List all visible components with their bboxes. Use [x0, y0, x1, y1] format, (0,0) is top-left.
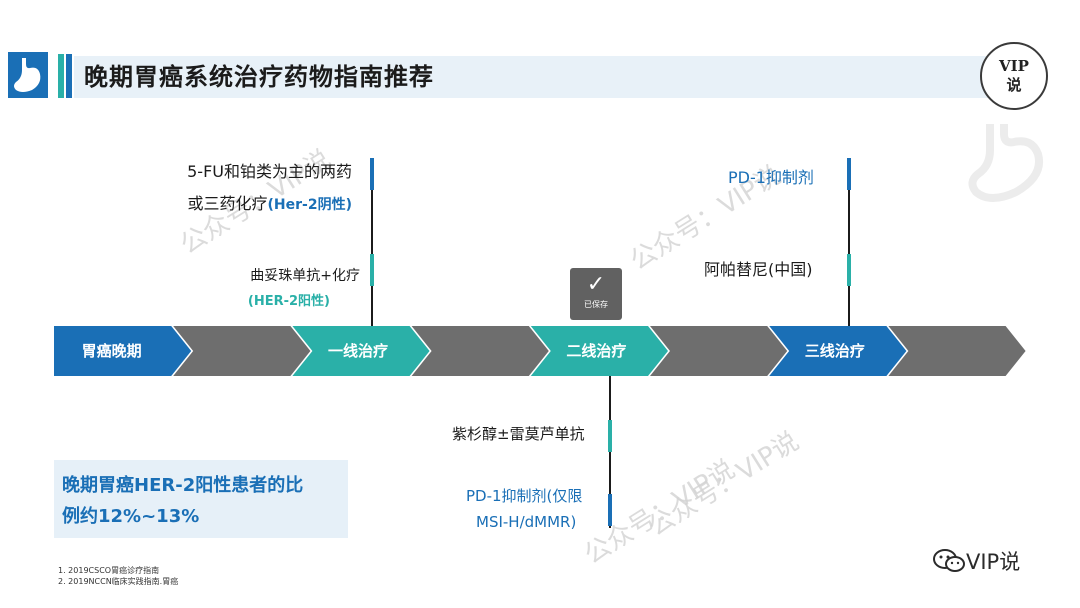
- first-line-regimen1-line2: 或三药化疗(Her-2阴性): [188, 190, 352, 219]
- timeline-chevron: [173, 326, 311, 376]
- title-accent-teal: [58, 54, 64, 98]
- first-line-regimen1-line2-text: 或三药化疗: [187, 194, 268, 213]
- info-line2: 例约12%~13%: [62, 506, 200, 527]
- info-line1: 晚期胃癌HER-2阳性患者的比: [62, 475, 304, 496]
- timeline-stage: 胃癌晚期: [54, 326, 192, 376]
- timeline-stage: 一线治疗: [292, 326, 430, 376]
- third-line-marker-teal: [847, 254, 851, 286]
- reference-1: 1. 2019CSCO胃癌诊疗指南: [58, 566, 160, 575]
- title-accent-blue: [66, 54, 72, 98]
- timeline-chevron: [769, 326, 907, 376]
- second-line-marker-blue: [608, 494, 612, 526]
- timeline-stage-label: 二线治疗: [566, 342, 626, 360]
- second-line-regimen1: 紫杉醇±雷莫芦单抗: [452, 425, 585, 443]
- timeline-chevron: [888, 326, 1026, 376]
- timeline-chevron: [411, 326, 549, 376]
- wechat-icon: [932, 548, 966, 579]
- third-line-marker-blue: [847, 158, 851, 190]
- check-icon: ✓: [586, 272, 606, 297]
- vip-badge-line1: VIP: [999, 57, 1029, 75]
- timeline-stage: 三线治疗: [769, 326, 907, 376]
- timeline-stage-label: 胃癌晚期: [82, 342, 142, 360]
- first-line-regimen1-note: (Her-2阴性): [267, 197, 352, 213]
- first-line-connector: [371, 158, 373, 326]
- stomach-outline-icon: [968, 124, 1043, 202]
- page-title: 晚期胃癌系统治疗药物指南推荐: [84, 63, 434, 91]
- first-line-regimen2-note: (HER-2阳性): [247, 294, 330, 309]
- second-line-connector: [609, 376, 611, 528]
- vip-badge-line2: 说: [1006, 76, 1022, 94]
- first-line-marker-blue: [370, 158, 374, 190]
- first-line-regimen2: 曲妥珠单抗+化疗: [250, 268, 360, 284]
- stomach-logo-icon: [8, 52, 48, 98]
- second-line-regimen2-line1: PD-1抑制剂(仅限: [466, 487, 583, 505]
- timeline-spacer: [411, 326, 549, 376]
- timeline-chevron: [292, 326, 430, 376]
- info-text: 晚期胃癌HER-2阳性患者的比 例约12%~13%: [62, 470, 303, 532]
- timeline-chevron: [54, 326, 192, 376]
- reference-2: 2. 2019NCCN临床实践指南.胃癌: [58, 577, 179, 586]
- first-line-regimen1-line1: 5-FU和铂类为主的两药: [187, 162, 352, 181]
- third-line-regimen1: PD-1抑制剂: [728, 168, 814, 187]
- timeline-chevron: [650, 326, 788, 376]
- vip-badge: VIP 说: [980, 42, 1048, 110]
- second-line-regimen2-line2: MSI-H/dMMR): [476, 513, 577, 531]
- brand-mark: VIP说: [932, 546, 1020, 579]
- second-line-marker-teal: [608, 420, 612, 452]
- saved-badge-text: 已保存: [584, 300, 608, 309]
- info-box: [54, 460, 348, 538]
- brand-text: VIP说: [966, 550, 1021, 574]
- third-line-connector: [848, 158, 850, 326]
- saved-badge[interactable]: ✓ 已保存: [570, 268, 622, 320]
- timeline-stage-label: 一线治疗: [328, 342, 388, 360]
- third-line-regimen2: 阿帕替尼(中国): [704, 260, 813, 279]
- timeline-spacer: [650, 326, 788, 376]
- timeline-spacer: [888, 326, 1026, 376]
- timeline-stage: 二线治疗: [530, 326, 668, 376]
- timeline-spacer: [173, 326, 311, 376]
- timeline-stage-label: 三线治疗: [805, 342, 865, 360]
- first-line-marker-teal: [370, 254, 374, 286]
- title-bar: [74, 56, 994, 98]
- timeline-chevron: [530, 326, 668, 376]
